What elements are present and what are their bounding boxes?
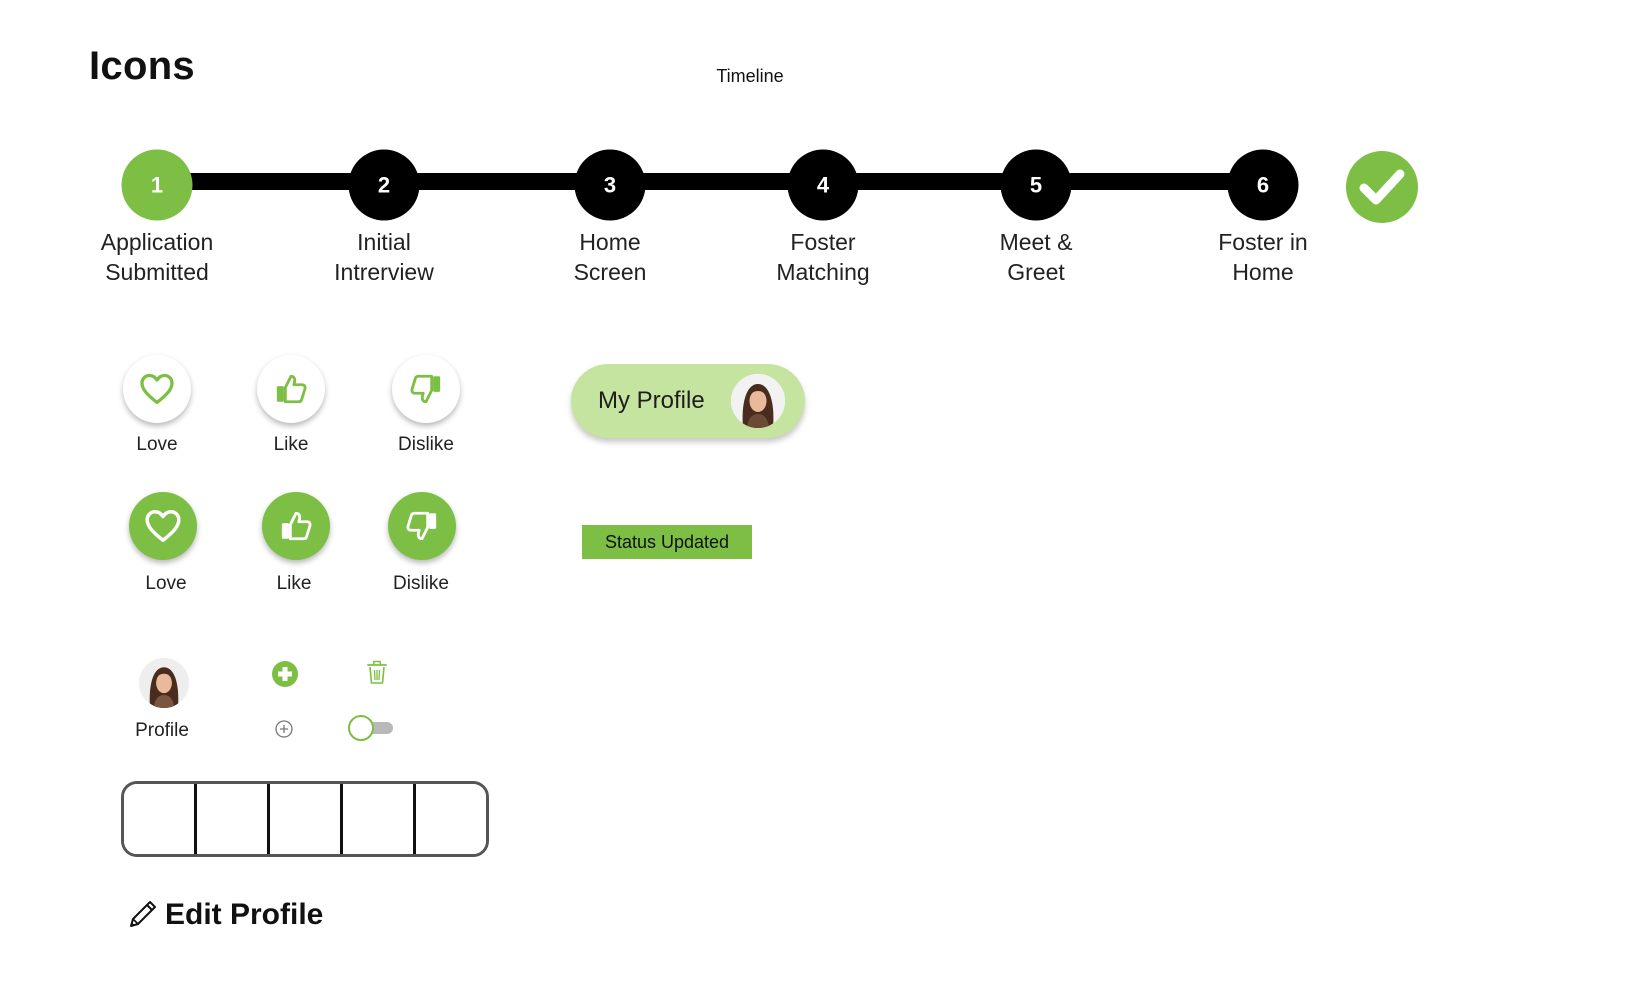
thumbs-up-icon: [276, 374, 307, 404]
heart-icon: [140, 373, 174, 405]
love-label: Love: [145, 573, 187, 594]
status-badge: Status Updated: [582, 525, 752, 559]
step-number: 5: [1029, 172, 1043, 197]
dislike-button-filled[interactable]: [388, 492, 456, 560]
like-label: Like: [273, 434, 309, 455]
timeline-step-4[interactable]: 4: [787, 149, 859, 221]
my-profile-label: My Profile: [598, 387, 705, 414]
add-circle-filled-icon[interactable]: [271, 660, 299, 688]
thumbs-down-icon: [410, 374, 441, 404]
step-number: 2: [377, 172, 391, 197]
timeline-step-1[interactable]: 1: [121, 149, 193, 221]
timeline-step-6[interactable]: 6: [1227, 149, 1299, 221]
step-number: 1: [150, 172, 164, 197]
thumbs-up-icon: [281, 511, 312, 541]
like-label: Like: [276, 573, 312, 594]
timeline-step-5-label: Meet &Greet: [999, 229, 1073, 285]
step-number: 3: [603, 172, 617, 197]
heart-icon: [145, 510, 181, 542]
pencil-icon: [130, 901, 156, 927]
dislike-label: Dislike: [393, 573, 449, 594]
code-input-cell-2[interactable]: [197, 784, 270, 854]
timeline-step-3[interactable]: 3: [574, 149, 646, 221]
code-input-cell-5[interactable]: [416, 784, 486, 854]
timeline-step-5[interactable]: 5: [1000, 149, 1072, 221]
code-input-cell-3[interactable]: [270, 784, 343, 854]
add-circle-outline-icon[interactable]: [274, 719, 294, 739]
profile-label: Profile: [135, 720, 189, 741]
love-button-filled[interactable]: [129, 492, 197, 560]
thumbs-down-icon: [406, 511, 437, 541]
edit-profile-label: Edit Profile: [165, 898, 324, 931]
step-number: 4: [816, 172, 830, 197]
check-icon: [1359, 169, 1405, 205]
code-input-cell-4[interactable]: [343, 784, 416, 854]
code-input-group: [121, 781, 489, 857]
avatar: [731, 374, 785, 428]
profile-avatar[interactable]: [139, 658, 189, 708]
edit-profile-button[interactable]: Edit Profile: [125, 898, 323, 932]
code-input-cell-1[interactable]: [124, 784, 197, 854]
timeline-caption: Timeline: [716, 66, 784, 86]
like-button-filled[interactable]: [262, 492, 330, 560]
step-number: 6: [1256, 172, 1270, 197]
love-button-outline[interactable]: [123, 355, 191, 423]
like-button-outline[interactable]: [257, 355, 325, 423]
love-label: Love: [136, 434, 178, 455]
toggle-switch[interactable]: [347, 713, 397, 743]
my-profile-button[interactable]: My Profile: [571, 364, 805, 438]
dislike-label: Dislike: [398, 434, 454, 455]
timeline-step-2[interactable]: 2: [348, 149, 420, 221]
page-title: Icons: [89, 44, 195, 88]
trash-icon[interactable]: [364, 658, 390, 686]
dislike-button-outline[interactable]: [392, 355, 460, 423]
completed-check-badge: [1346, 151, 1418, 223]
